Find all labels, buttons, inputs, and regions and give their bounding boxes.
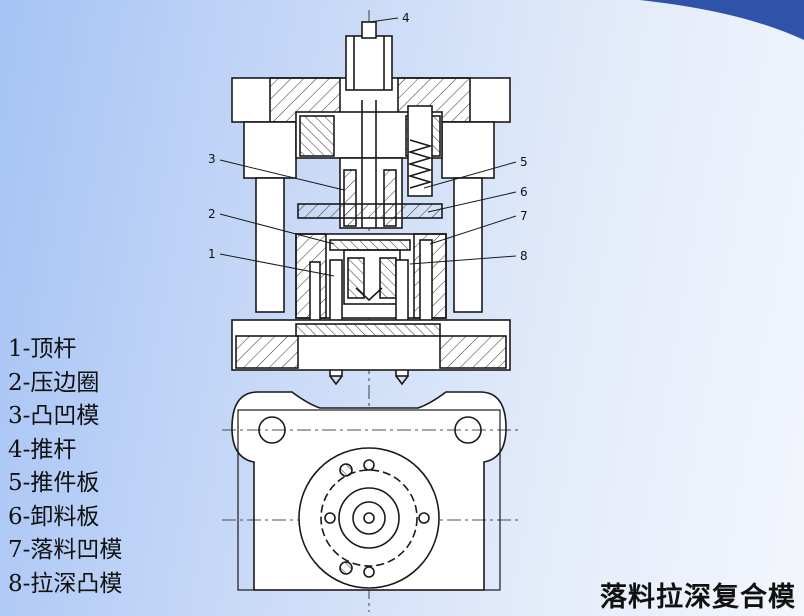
guide-bush-left bbox=[243, 121, 297, 179]
callout-numbers: 1 2 3 4 5 6 7 8 bbox=[208, 11, 528, 263]
callout-leaders bbox=[219, 17, 517, 277]
legend-item-2: 2-压边圈 bbox=[8, 369, 100, 396]
stripper-plate bbox=[297, 203, 443, 219]
blank-holder bbox=[329, 239, 411, 251]
diagram-caption: 落料拉深复合模 bbox=[600, 582, 796, 613]
callout-4: 4 bbox=[402, 11, 410, 25]
legend-item-3: 3-凸凹模 bbox=[8, 403, 100, 429]
callout-1: 1 bbox=[208, 247, 216, 261]
legend-item-7: 7-落料凹模 bbox=[8, 537, 123, 563]
callout-3: 3 bbox=[208, 152, 216, 166]
parts-legend: 1-顶杆 2-压边圈 3-凸凹模 4-推杆 5-推件板 6-卸料板 7-落料凹模… bbox=[8, 333, 122, 601]
push-rod-head bbox=[345, 35, 393, 91]
plan-view bbox=[222, 391, 518, 591]
legend-item-4: 4-推杆 bbox=[8, 436, 77, 463]
guide-bush-right bbox=[441, 121, 495, 179]
callout-8: 8 bbox=[520, 249, 528, 263]
callout-2: 2 bbox=[208, 207, 216, 221]
legend-item-8: 8-拉深凸模 bbox=[8, 570, 123, 597]
legend-item-5: 5-推件板 bbox=[8, 470, 100, 496]
callout-6: 6 bbox=[520, 185, 528, 199]
guide-post-right bbox=[453, 177, 483, 313]
callout-5: 5 bbox=[520, 155, 528, 169]
callout-7: 7 bbox=[520, 209, 528, 223]
guide-post-left bbox=[255, 177, 285, 313]
legend-item-6: 6-卸料板 bbox=[8, 503, 100, 530]
die-cavity-outer bbox=[298, 447, 440, 589]
legend-item-1: 1-顶杆 bbox=[8, 336, 77, 362]
die-cavity-inner bbox=[338, 487, 400, 549]
